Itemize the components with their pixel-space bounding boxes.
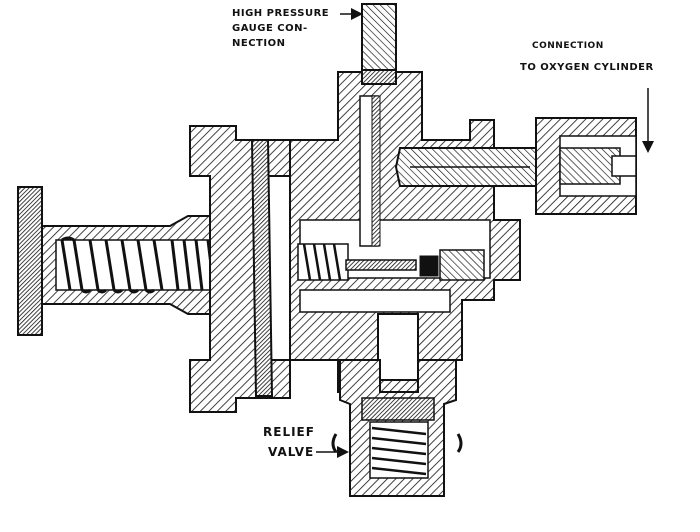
gauge-connection-plug [361,3,397,85]
adjusting-spring [60,236,228,294]
label-high-pressure: HIGH PRESSURE [232,8,330,19]
leader-arrows [316,8,654,458]
diaphragm-chamber [189,125,291,413]
label-gauge-con: GAUGE CON- [232,23,308,34]
cylinder-connection [394,117,637,215]
label-relief: RELIEF [263,425,315,439]
relief-valve [331,313,463,497]
label-nection: NECTION [232,38,286,49]
spring-housing [41,215,251,315]
label-to-oxygen-cylinder: TO OXYGEN CYLINDER [520,62,654,73]
label-connection: CONNECTION [532,41,604,51]
valve-mechanism [297,243,485,281]
label-valve: VALVE [268,445,315,459]
